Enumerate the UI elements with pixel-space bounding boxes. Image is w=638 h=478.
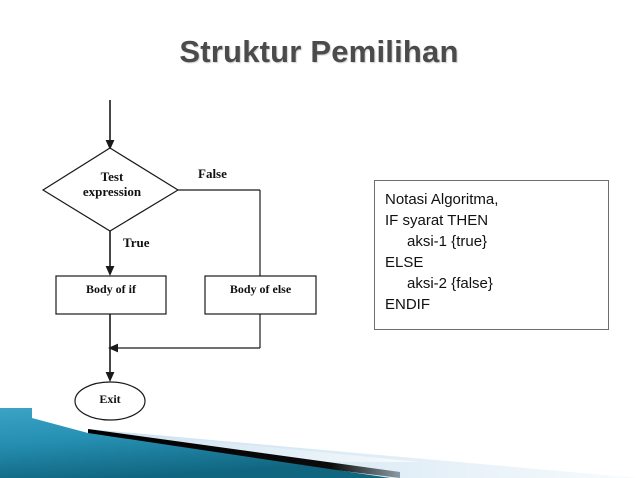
process-box-else — [204, 275, 317, 315]
branch-label-false: False — [198, 166, 227, 181]
notation-line: aksi-2 {false} — [407, 275, 493, 292]
page-title: Struktur Pemilihan — [179, 34, 459, 69]
notation-box: Notasi Algoritma, IF syarat THEN aksi-1 … — [374, 180, 609, 330]
arrow-entry — [105, 100, 115, 150]
notation-line: aksi-1 {true} — [407, 233, 488, 250]
branch-true-connector — [105, 231, 115, 276]
decision-label-line1: Test — [100, 169, 124, 184]
notation-line: ENDIF — [385, 296, 430, 313]
process-box-if — [55, 275, 167, 315]
decision-label: Test expression — [62, 169, 162, 199]
notation-line: Notasi Algoritma, — [385, 191, 499, 208]
flowchart-diagram — [41, 100, 317, 421]
branch-false-connector — [178, 189, 261, 276]
notation-line: ELSE — [385, 254, 424, 271]
branch-label-true: True — [123, 235, 150, 250]
notation-line: IF syarat THEN — [385, 212, 489, 229]
merge-connector — [105, 314, 261, 382]
process-label-body-of-else: Body of else — [229, 282, 292, 296]
terminator-label-exit: Exit — [99, 392, 121, 406]
decision-label-line2: expression — [82, 183, 142, 199]
process-label-body-of-if: Body of if — [85, 282, 136, 296]
